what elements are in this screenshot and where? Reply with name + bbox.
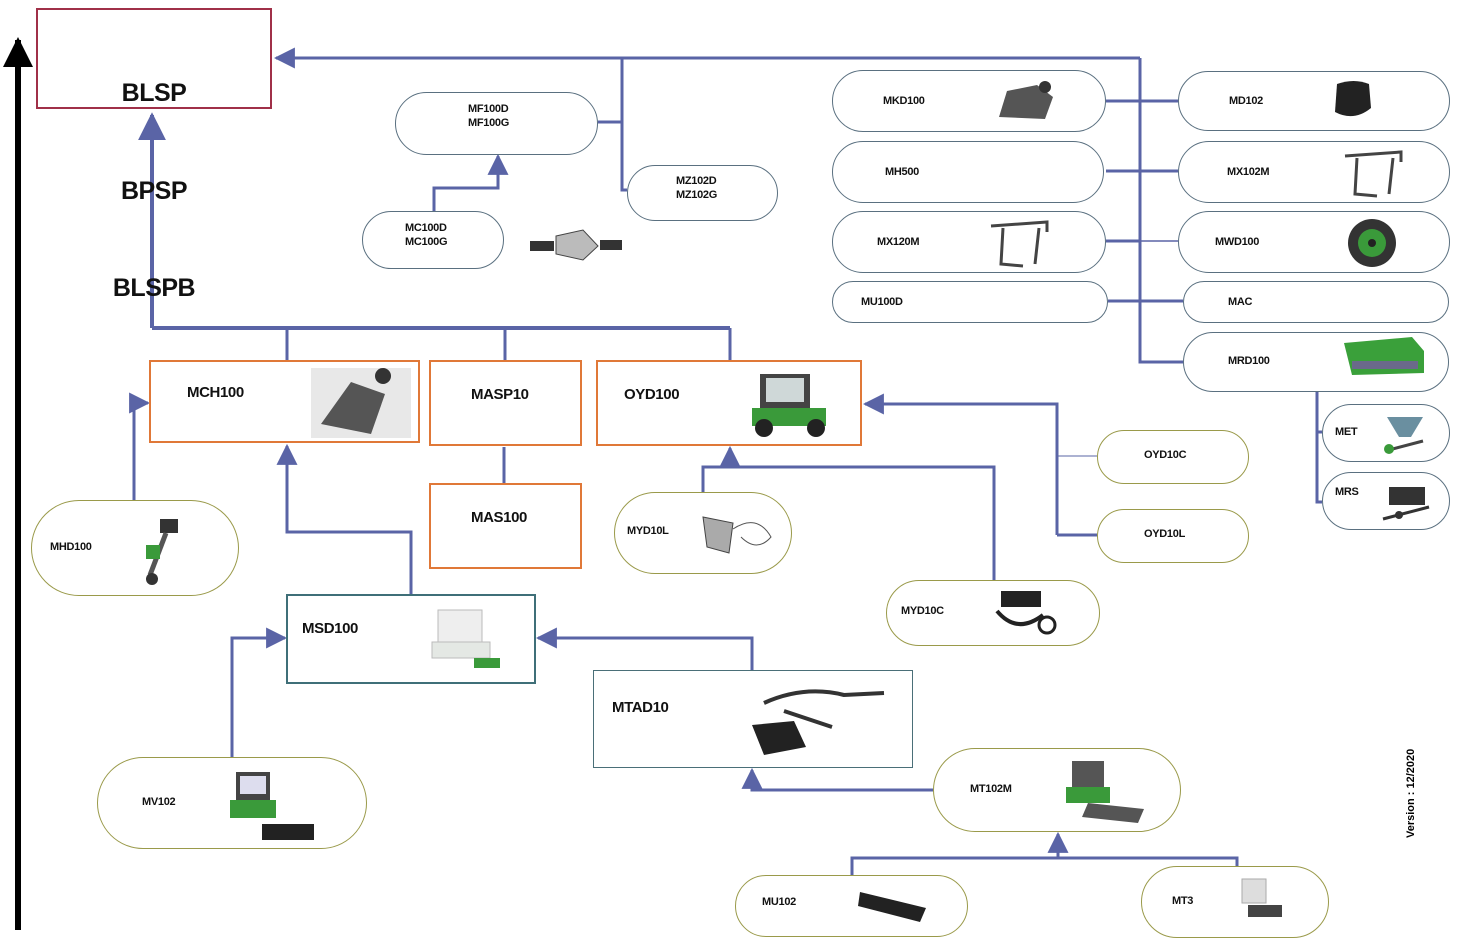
node-mw: MWD100 (1178, 211, 1450, 273)
node-mtad-label: MTAD10 (612, 699, 669, 716)
node-mhd-label: MHD100 (50, 541, 92, 553)
node-myd-label: MYD10L (627, 525, 669, 537)
node-mx120-label: MX120M (877, 236, 920, 248)
machine-icon (146, 519, 178, 585)
machine-icon (702, 516, 772, 554)
vehicle-icon (1066, 761, 1144, 823)
node-mydc-label: MYD10C (901, 605, 944, 617)
vehicle-icon (999, 81, 1053, 119)
node-mydc: MYD10C (886, 580, 1100, 646)
node-mv-label: MV102 (142, 796, 176, 808)
node-masp: MASP10 (429, 360, 582, 446)
node-mrd-label: MRD100 (1228, 355, 1270, 367)
node-mkd-label: MKD100 (883, 95, 925, 107)
frame-icon (990, 220, 1049, 268)
node-oydc-label: OYD10C (1144, 449, 1187, 461)
node-met: MET (1322, 404, 1450, 462)
machine-icon (995, 591, 1057, 635)
node-mas: MAS100 (429, 483, 582, 569)
node-oydc: OYD10C (1097, 430, 1249, 484)
node-mch-label: MCH100 (187, 384, 244, 401)
machine-icon (858, 892, 926, 922)
version-label: Version : 12/2020 (1405, 748, 1417, 838)
node-mu102: MU102 (735, 875, 968, 937)
node-mt102: MT102M (933, 748, 1181, 832)
node-mrd: MRD100 (1183, 332, 1449, 392)
node-masp-label: MASP10 (471, 386, 529, 403)
node-mh: MH500 (832, 141, 1104, 203)
node-mrs-label: MRS (1335, 486, 1359, 498)
seat-icon (1335, 81, 1371, 117)
node-mch: MCH100 (149, 360, 420, 443)
node-myd: MYD10L (614, 492, 792, 574)
node-msd: MSD100 (286, 594, 536, 684)
node-mx120: MX120M (832, 211, 1106, 273)
node-oyd: OYD100 (596, 360, 862, 446)
node-met-label: MET (1335, 426, 1358, 438)
node-md102: MD102 (1178, 71, 1450, 131)
node-mhd: MHD100 (31, 500, 239, 596)
node-mas-label: MAS100 (471, 509, 527, 526)
node-mtad: MTAD10 (593, 670, 913, 768)
node-mkd: MKD100 (832, 70, 1106, 132)
node-mrs: MRS (1322, 472, 1450, 530)
node-oydl: OYD10L (1097, 509, 1249, 563)
vehicle-icon (230, 772, 314, 840)
vehicle-icon (1241, 878, 1282, 917)
node-mu100-label: MU100D (861, 296, 903, 308)
node-mt3: MT3 (1141, 866, 1329, 938)
frame-icon (1344, 150, 1403, 198)
vehicle-icon (752, 374, 826, 437)
node-mt3-label: MT3 (1172, 895, 1194, 907)
node-mc-label: MC100D MC100G (405, 222, 448, 248)
root-line-2: BPSP (120, 176, 188, 205)
root-node: BLSP BPSP BLSPB (36, 8, 272, 302)
machine-icon (530, 229, 622, 261)
wheel-icon (1348, 219, 1396, 267)
machine-icon (1344, 337, 1424, 375)
root-line-3: BLSPB (112, 274, 196, 302)
spreader-icon (1382, 487, 1430, 521)
vehicle-icon (311, 368, 411, 438)
node-oydl-label: OYD10L (1144, 528, 1185, 540)
spreader-icon (1384, 417, 1424, 454)
node-mc: MC100D MC100G (362, 211, 504, 269)
node-mh-label: MH500 (885, 166, 919, 178)
node-mu100: MU100D (832, 281, 1108, 323)
node-mz: MZ102D MZ102G (627, 165, 778, 221)
machine-icon (752, 689, 885, 755)
node-msd-label: MSD100 (302, 620, 358, 637)
node-mf: MF100D MF100G (395, 92, 598, 155)
node-mac-label: MAC (1228, 296, 1253, 308)
node-mx102: MX102M (1178, 141, 1450, 203)
node-oyd-label: OYD100 (624, 386, 680, 403)
node-mac: MAC (1183, 281, 1449, 323)
node-mv: MV102 (97, 757, 367, 849)
node-mt102-label: MT102M (970, 783, 1012, 795)
node-mu102-label: MU102 (762, 896, 796, 908)
node-mx102-label: MX102M (1227, 166, 1270, 178)
node-md102-label: MD102 (1229, 95, 1263, 107)
root-line-1: BLSP (121, 79, 187, 107)
node-mz-label: MZ102D MZ102G (676, 175, 717, 201)
node-mf-label: MF100D MF100G (468, 103, 509, 129)
vehicle-icon (431, 609, 500, 668)
node-mw-label: MWD100 (1215, 236, 1260, 248)
